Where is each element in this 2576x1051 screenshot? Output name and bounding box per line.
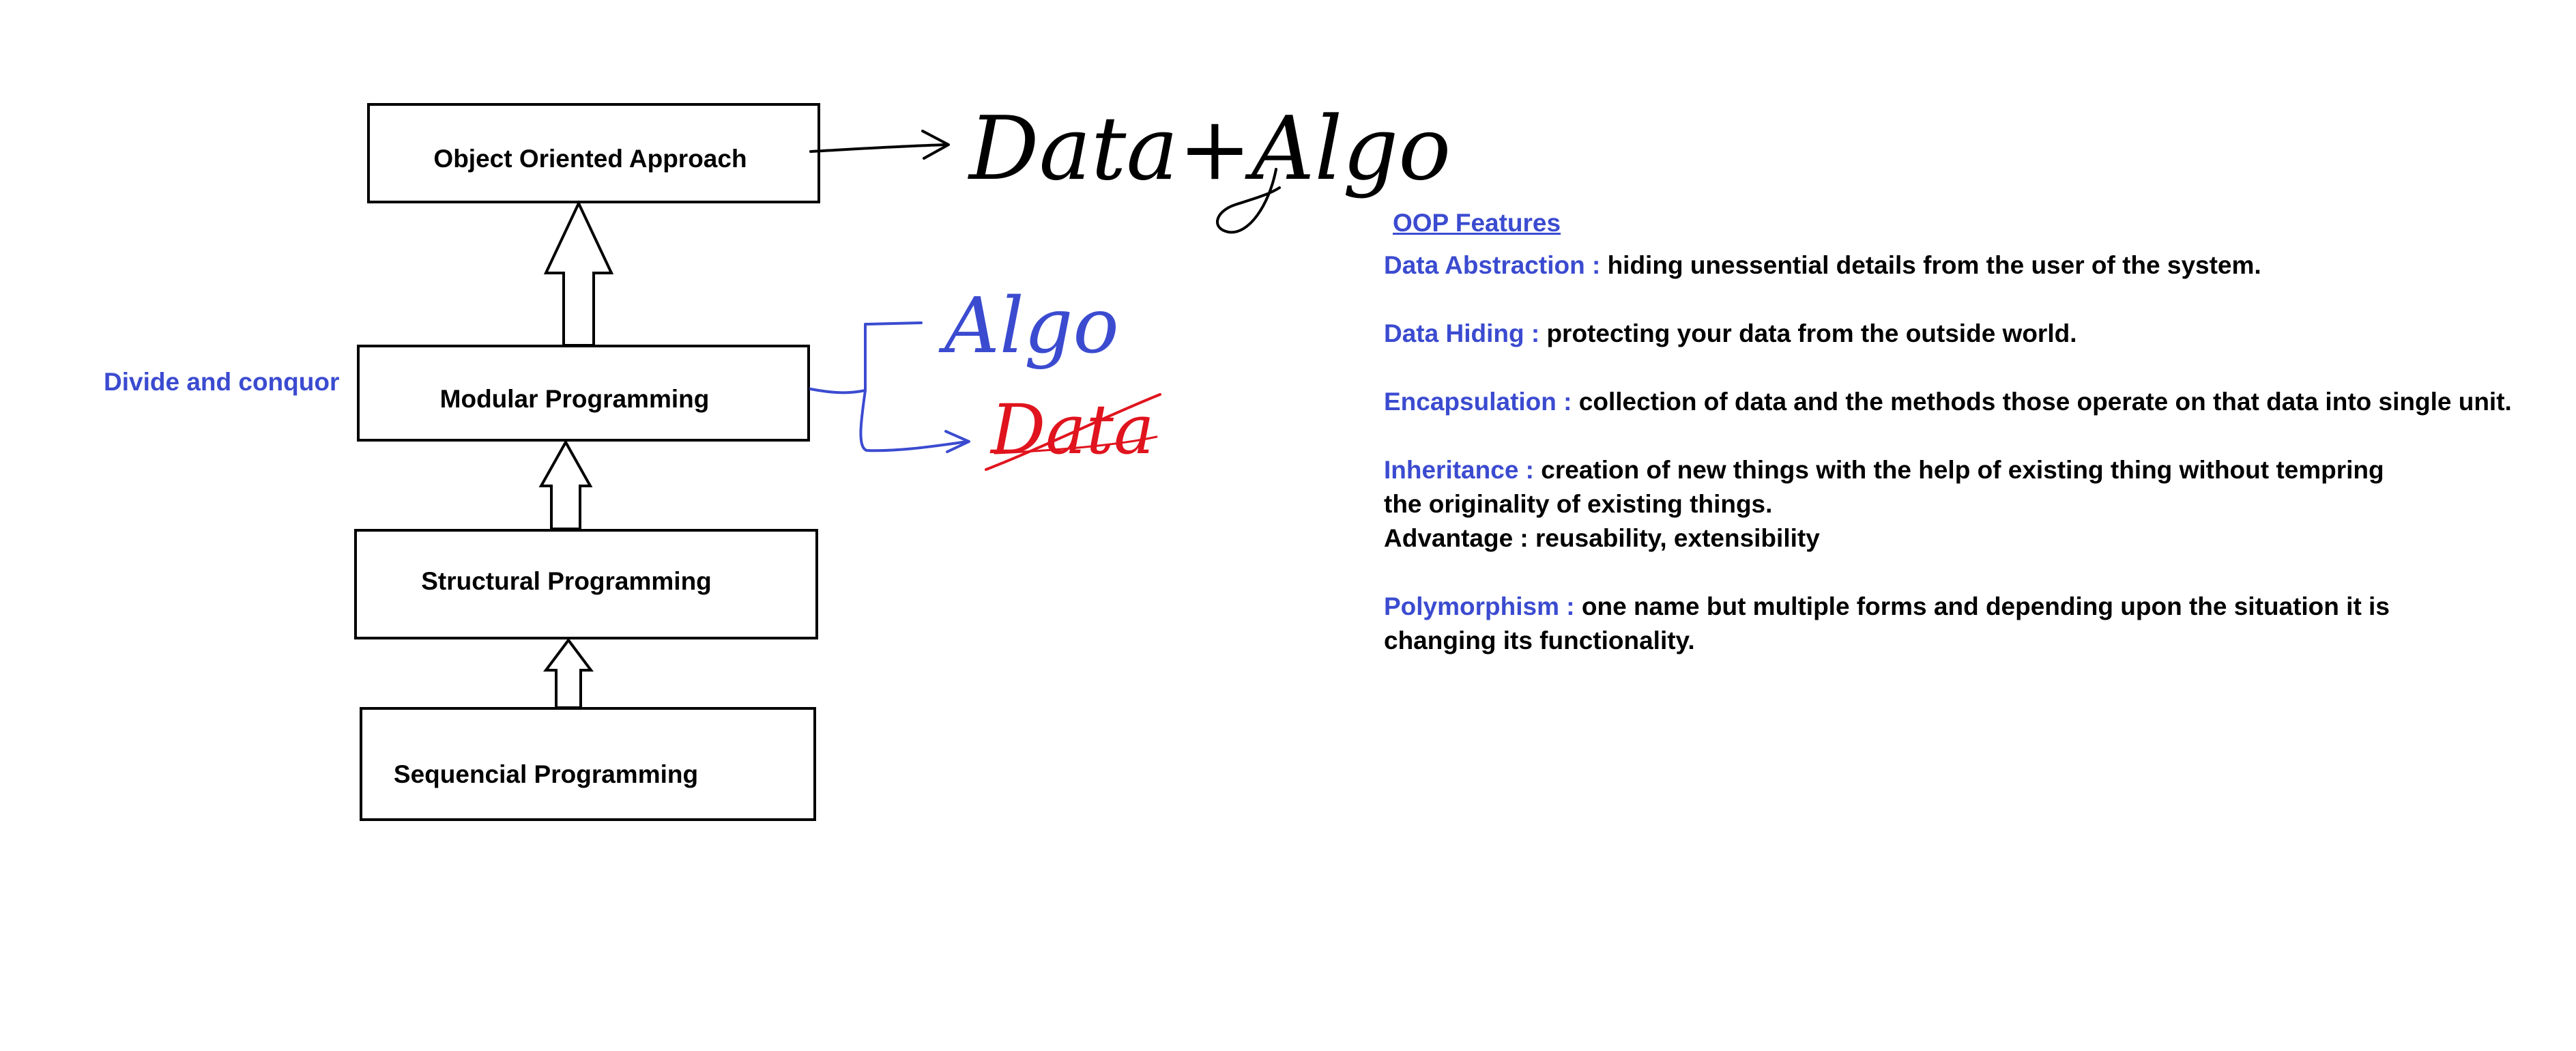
divide-and-conquer-note: Divide and conquor (104, 368, 339, 396)
oop-box (367, 103, 820, 203)
feature-description: protecting your data from the outside wo… (1539, 319, 2077, 347)
feature-data-hiding: Data Hiding : protecting your data from … (1384, 317, 2544, 351)
feature-description: collection of data and the methods those… (1572, 388, 2512, 416)
blue-bracket-lower-arrow (859, 389, 969, 452)
feature-term: Polymorphism : (1384, 592, 1575, 620)
red-strikethrough (985, 393, 1161, 471)
arrow-right-head (921, 130, 950, 160)
feature-polymorphism: Polymorphism : one name but multiple for… (1384, 590, 2544, 658)
handwritten-algo: Algo (938, 282, 1119, 371)
modular-box-label: Modular Programming (440, 385, 710, 413)
algo-descender-loop (1216, 168, 1281, 234)
blue-arrowhead (944, 430, 970, 453)
feature-term: Data Abstraction : (1384, 251, 1601, 279)
feature-term: Inheritance : (1384, 456, 1534, 484)
feature-data-abstraction: Data Abstraction : hiding unessential de… (1384, 248, 2544, 283)
oop-box-label: Object Oriented Approach (433, 145, 747, 173)
structural-box (354, 529, 818, 639)
arrow-up-sequencial-to-structural (543, 637, 594, 709)
feature-advantage: Advantage : reusability, extensibility (1384, 524, 1820, 552)
feature-encapsulation: Encapsulation : collection of data and t… (1384, 385, 2544, 419)
arrow-up-structural-to-modular (538, 439, 593, 530)
red-underline (994, 435, 1158, 455)
sequencial-box-label: Sequencial Programming (394, 760, 698, 788)
structural-box-label: Structural Programming (421, 567, 712, 595)
feature-description: creation of new things with the help of … (1384, 456, 2384, 518)
arrow-up-modular-to-oop (543, 200, 614, 347)
handwritten-data-plus-algo: Data+Algo (968, 98, 1451, 200)
feature-inheritance: Inheritance : creation of new things wit… (1384, 453, 2544, 556)
feature-description: hiding unessential details from the user… (1600, 251, 2261, 279)
feature-description: one name but multiple forms and dependin… (1384, 592, 2390, 654)
arrow-right-to-data-algo (809, 143, 949, 153)
sequencial-box (360, 707, 816, 821)
feature-term: Encapsulation : (1384, 388, 1572, 416)
blue-bracket (809, 321, 923, 394)
oop-features-title: OOP Features (1393, 209, 1561, 237)
feature-term: Data Hiding : (1384, 319, 1540, 347)
oop-features-section: OOP Features Data Abstraction : hiding u… (1384, 206, 2544, 692)
